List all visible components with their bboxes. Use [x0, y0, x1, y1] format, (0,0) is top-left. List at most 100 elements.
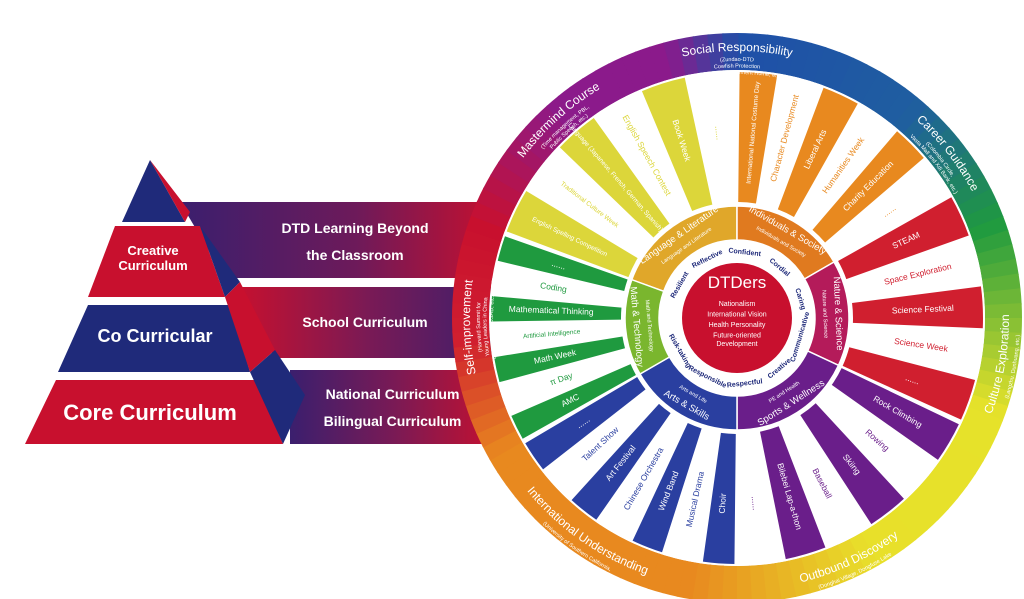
activity-segment	[812, 131, 924, 243]
outer-ring-segment	[676, 560, 699, 599]
outer-ring-segment	[928, 463, 968, 499]
outer-ring-segment	[979, 356, 1019, 379]
outer-ring-segment	[983, 330, 1022, 350]
outer-ring-segment	[634, 46, 662, 87]
outer-ring-segment	[825, 51, 855, 92]
outer-ring-segment	[944, 162, 985, 196]
outer-ring-segment	[902, 106, 940, 144]
outer-ring-segment	[621, 51, 650, 92]
outer-ring-segment	[619, 544, 649, 585]
outer-ring-segment	[972, 229, 1013, 256]
outer-ring-segment	[983, 288, 1022, 307]
outer-ring-segment	[505, 462, 545, 498]
pyramid-side-3	[250, 350, 305, 444]
tier-label: Creative Curriculum	[118, 243, 188, 273]
outer-ring-segment	[893, 96, 929, 135]
outer-ring-segment	[859, 525, 893, 566]
outer-ring-subtitle: CTB, ASDAN, USAD, etc.)	[489, 294, 498, 360]
outer-ring-subtitle: Young Leaders in China	[482, 296, 491, 356]
activity-label: ......	[551, 258, 567, 272]
outer-ring-segment	[737, 33, 754, 71]
outer-ring-segment	[957, 188, 998, 219]
outer-ring-segment	[593, 532, 625, 572]
outer-ring-segment	[534, 492, 572, 530]
activity-segment	[497, 236, 628, 292]
outer-ring-segment	[801, 42, 827, 83]
pyramid-side-2	[225, 282, 275, 372]
activity-segment	[559, 117, 670, 238]
outer-ring-segment	[937, 150, 977, 185]
domain-sublabel: Nature and Science	[820, 290, 828, 339]
outer-ring-segment	[490, 161, 530, 194]
pyramid-apex-navy	[122, 160, 185, 222]
pyramid-tier-core	[25, 380, 283, 444]
outer-ring-subtitle: Cowfish Protection	[714, 64, 761, 71]
activity-label: Mathematical Thinking	[509, 304, 594, 317]
outer-ring-segment	[453, 342, 493, 363]
outer-ring-segment	[569, 78, 604, 118]
pyramid-tier-co	[58, 305, 250, 372]
outer-ring-segment	[836, 538, 867, 579]
activity-segment	[528, 151, 652, 257]
outer-ring-segment	[957, 418, 998, 449]
activity-segment	[738, 72, 778, 204]
center-circle	[682, 263, 792, 373]
outer-ring-segment	[749, 33, 769, 72]
activity-segment	[842, 347, 976, 420]
outer-ring-segment	[515, 126, 554, 162]
activity-label: ......	[750, 496, 761, 511]
outer-ring-segment	[720, 565, 737, 599]
outer-ring-segment	[912, 116, 950, 154]
outer-ring-segment	[936, 453, 977, 487]
outer-ring-segment	[837, 57, 868, 98]
outer-ring-segment	[881, 510, 917, 550]
activity-segment	[800, 403, 904, 525]
outer-ring-segment	[861, 71, 894, 111]
activity-segment	[546, 391, 658, 497]
band-text: DTD Learning Beyond	[281, 220, 429, 236]
activity-segment	[666, 429, 719, 561]
outer-ring-segment	[775, 36, 798, 76]
band-label-beyond: DTD Learning Beyond the Classroom	[260, 215, 450, 269]
activity-segment	[849, 325, 983, 376]
activity-label: Choir	[717, 493, 729, 514]
pyramid-apex-red	[150, 160, 190, 222]
outer-ring-subtitle: (Harvard Summit for	[476, 302, 484, 352]
activity-label: Science Festival	[892, 303, 954, 316]
activity-segment	[632, 423, 702, 553]
outer-ring-segment	[849, 64, 881, 104]
outer-ring-segment	[929, 138, 969, 174]
outer-ring-segment	[963, 202, 1004, 231]
activity-segment	[491, 322, 623, 353]
activity-segment	[817, 386, 935, 496]
band-school-curriculum	[235, 287, 500, 358]
outer-ring-segment	[482, 429, 523, 461]
pyramid-label-core: Core Curriculum	[63, 400, 237, 425]
outer-ring-segment	[557, 86, 593, 126]
pyramid-side-1	[190, 212, 240, 297]
activity-segment	[571, 403, 671, 520]
outer-ring-segment	[525, 115, 563, 153]
outer-ring-segment	[870, 518, 905, 558]
activity-label: Coding	[539, 280, 567, 294]
outer-ring-segment	[594, 63, 626, 104]
outer-ring-segment	[748, 564, 767, 599]
outer-ring-segment	[465, 393, 506, 421]
outer-ring-segment	[984, 318, 1022, 335]
outer-ring-segment	[788, 39, 813, 79]
outer-ring-segment	[812, 549, 840, 590]
outer-ring-segment	[901, 493, 939, 531]
activity-segment	[826, 161, 949, 259]
outer-ring-subtitle: (Zundao-DTD	[720, 57, 754, 64]
activity-segment	[511, 364, 636, 439]
outer-ring-segment	[535, 105, 573, 143]
outer-ring-segment	[606, 538, 637, 579]
outer-ring-segment	[506, 137, 546, 173]
outer-ring-segment	[476, 417, 517, 448]
outer-ring-segment	[497, 451, 537, 486]
activity-segment	[796, 106, 894, 229]
outer-ring-segment	[722, 32, 739, 71]
band-text: Bilingual Curriculum	[323, 413, 462, 429]
outer-ring-segment	[951, 175, 992, 207]
activity-segment	[506, 191, 638, 278]
